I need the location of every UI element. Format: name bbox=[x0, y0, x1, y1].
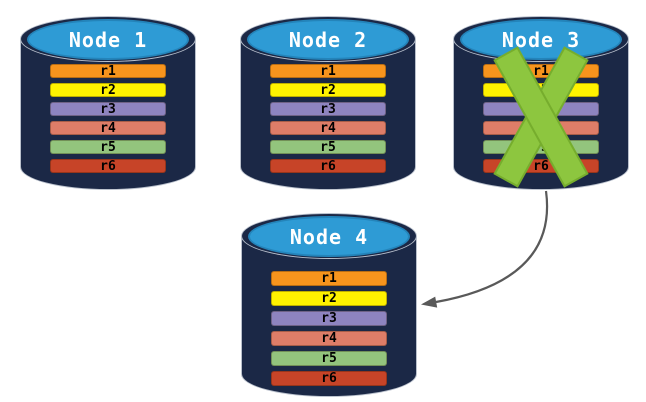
replica-bar-r2: r2 bbox=[483, 83, 599, 98]
replica-bar-r1: r1 bbox=[271, 271, 387, 286]
replica-bar-r2: r2 bbox=[271, 291, 387, 306]
node-title: Node 3 bbox=[501, 27, 581, 52]
replica-bar-r6: r6 bbox=[270, 159, 386, 174]
replica-stack: r1 r2 r3 r4 r5 r6 bbox=[270, 64, 386, 174]
replica-bar-r5: r5 bbox=[50, 140, 166, 155]
failover-arrow-curve bbox=[435, 190, 549, 304]
replica-bar-r4: r4 bbox=[483, 121, 599, 136]
node-title: Node 2 bbox=[288, 27, 368, 52]
replica-bar-r3: r3 bbox=[483, 102, 599, 117]
cylinder-top-rim: Node 1 bbox=[20, 16, 196, 62]
replica-bar-r3: r3 bbox=[50, 102, 166, 117]
replica-stack: r1 r2 r3 r4 r5 r6 bbox=[271, 271, 387, 386]
node-1: Node 1 r1 r2 r3 r4 r5 r6 bbox=[20, 16, 196, 190]
node-4: Node 4 r1 r2 r3 r4 r5 r6 bbox=[241, 213, 417, 397]
cylinder-top-rim: Node 3 bbox=[453, 16, 629, 62]
cylinder-top-face: Node 3 bbox=[460, 19, 622, 60]
node-2: Node 2 r1 r2 r3 r4 r5 r6 bbox=[240, 16, 416, 190]
replica-bar-r1: r1 bbox=[483, 64, 599, 79]
replica-bar-r6: r6 bbox=[483, 159, 599, 174]
cylinder-top-face: Node 2 bbox=[247, 19, 409, 60]
node-3: Node 3 r1 r2 r3 r4 r5 r6 bbox=[453, 16, 629, 190]
node-title: Node 4 bbox=[289, 224, 369, 249]
node-title: Node 1 bbox=[68, 27, 148, 52]
cylinder-top-face: Node 4 bbox=[248, 216, 410, 257]
replica-bar-r1: r1 bbox=[50, 64, 166, 79]
replica-bar-r5: r5 bbox=[483, 140, 599, 155]
replica-bar-r2: r2 bbox=[270, 83, 386, 98]
replica-bar-r2: r2 bbox=[50, 83, 166, 98]
replica-bar-r4: r4 bbox=[50, 121, 166, 136]
replica-bar-r3: r3 bbox=[270, 102, 386, 117]
replica-bar-r1: r1 bbox=[270, 64, 386, 79]
replica-bar-r6: r6 bbox=[271, 371, 387, 386]
cylinder-top-face: Node 1 bbox=[27, 19, 189, 60]
cylinder-top-rim: Node 2 bbox=[240, 16, 416, 62]
replica-bar-r4: r4 bbox=[271, 331, 387, 346]
cylinder-top-rim: Node 4 bbox=[241, 213, 417, 259]
replica-bar-r6: r6 bbox=[50, 159, 166, 174]
replica-bar-r5: r5 bbox=[270, 140, 386, 155]
failover-arrowhead-icon bbox=[421, 296, 438, 308]
replica-bar-r3: r3 bbox=[271, 311, 387, 326]
replica-bar-r4: r4 bbox=[270, 121, 386, 136]
replica-bar-r5: r5 bbox=[271, 351, 387, 366]
replica-stack: r1 r2 r3 r4 r5 r6 bbox=[50, 64, 166, 174]
replica-stack: r1 r2 r3 r4 r5 r6 bbox=[483, 64, 599, 174]
